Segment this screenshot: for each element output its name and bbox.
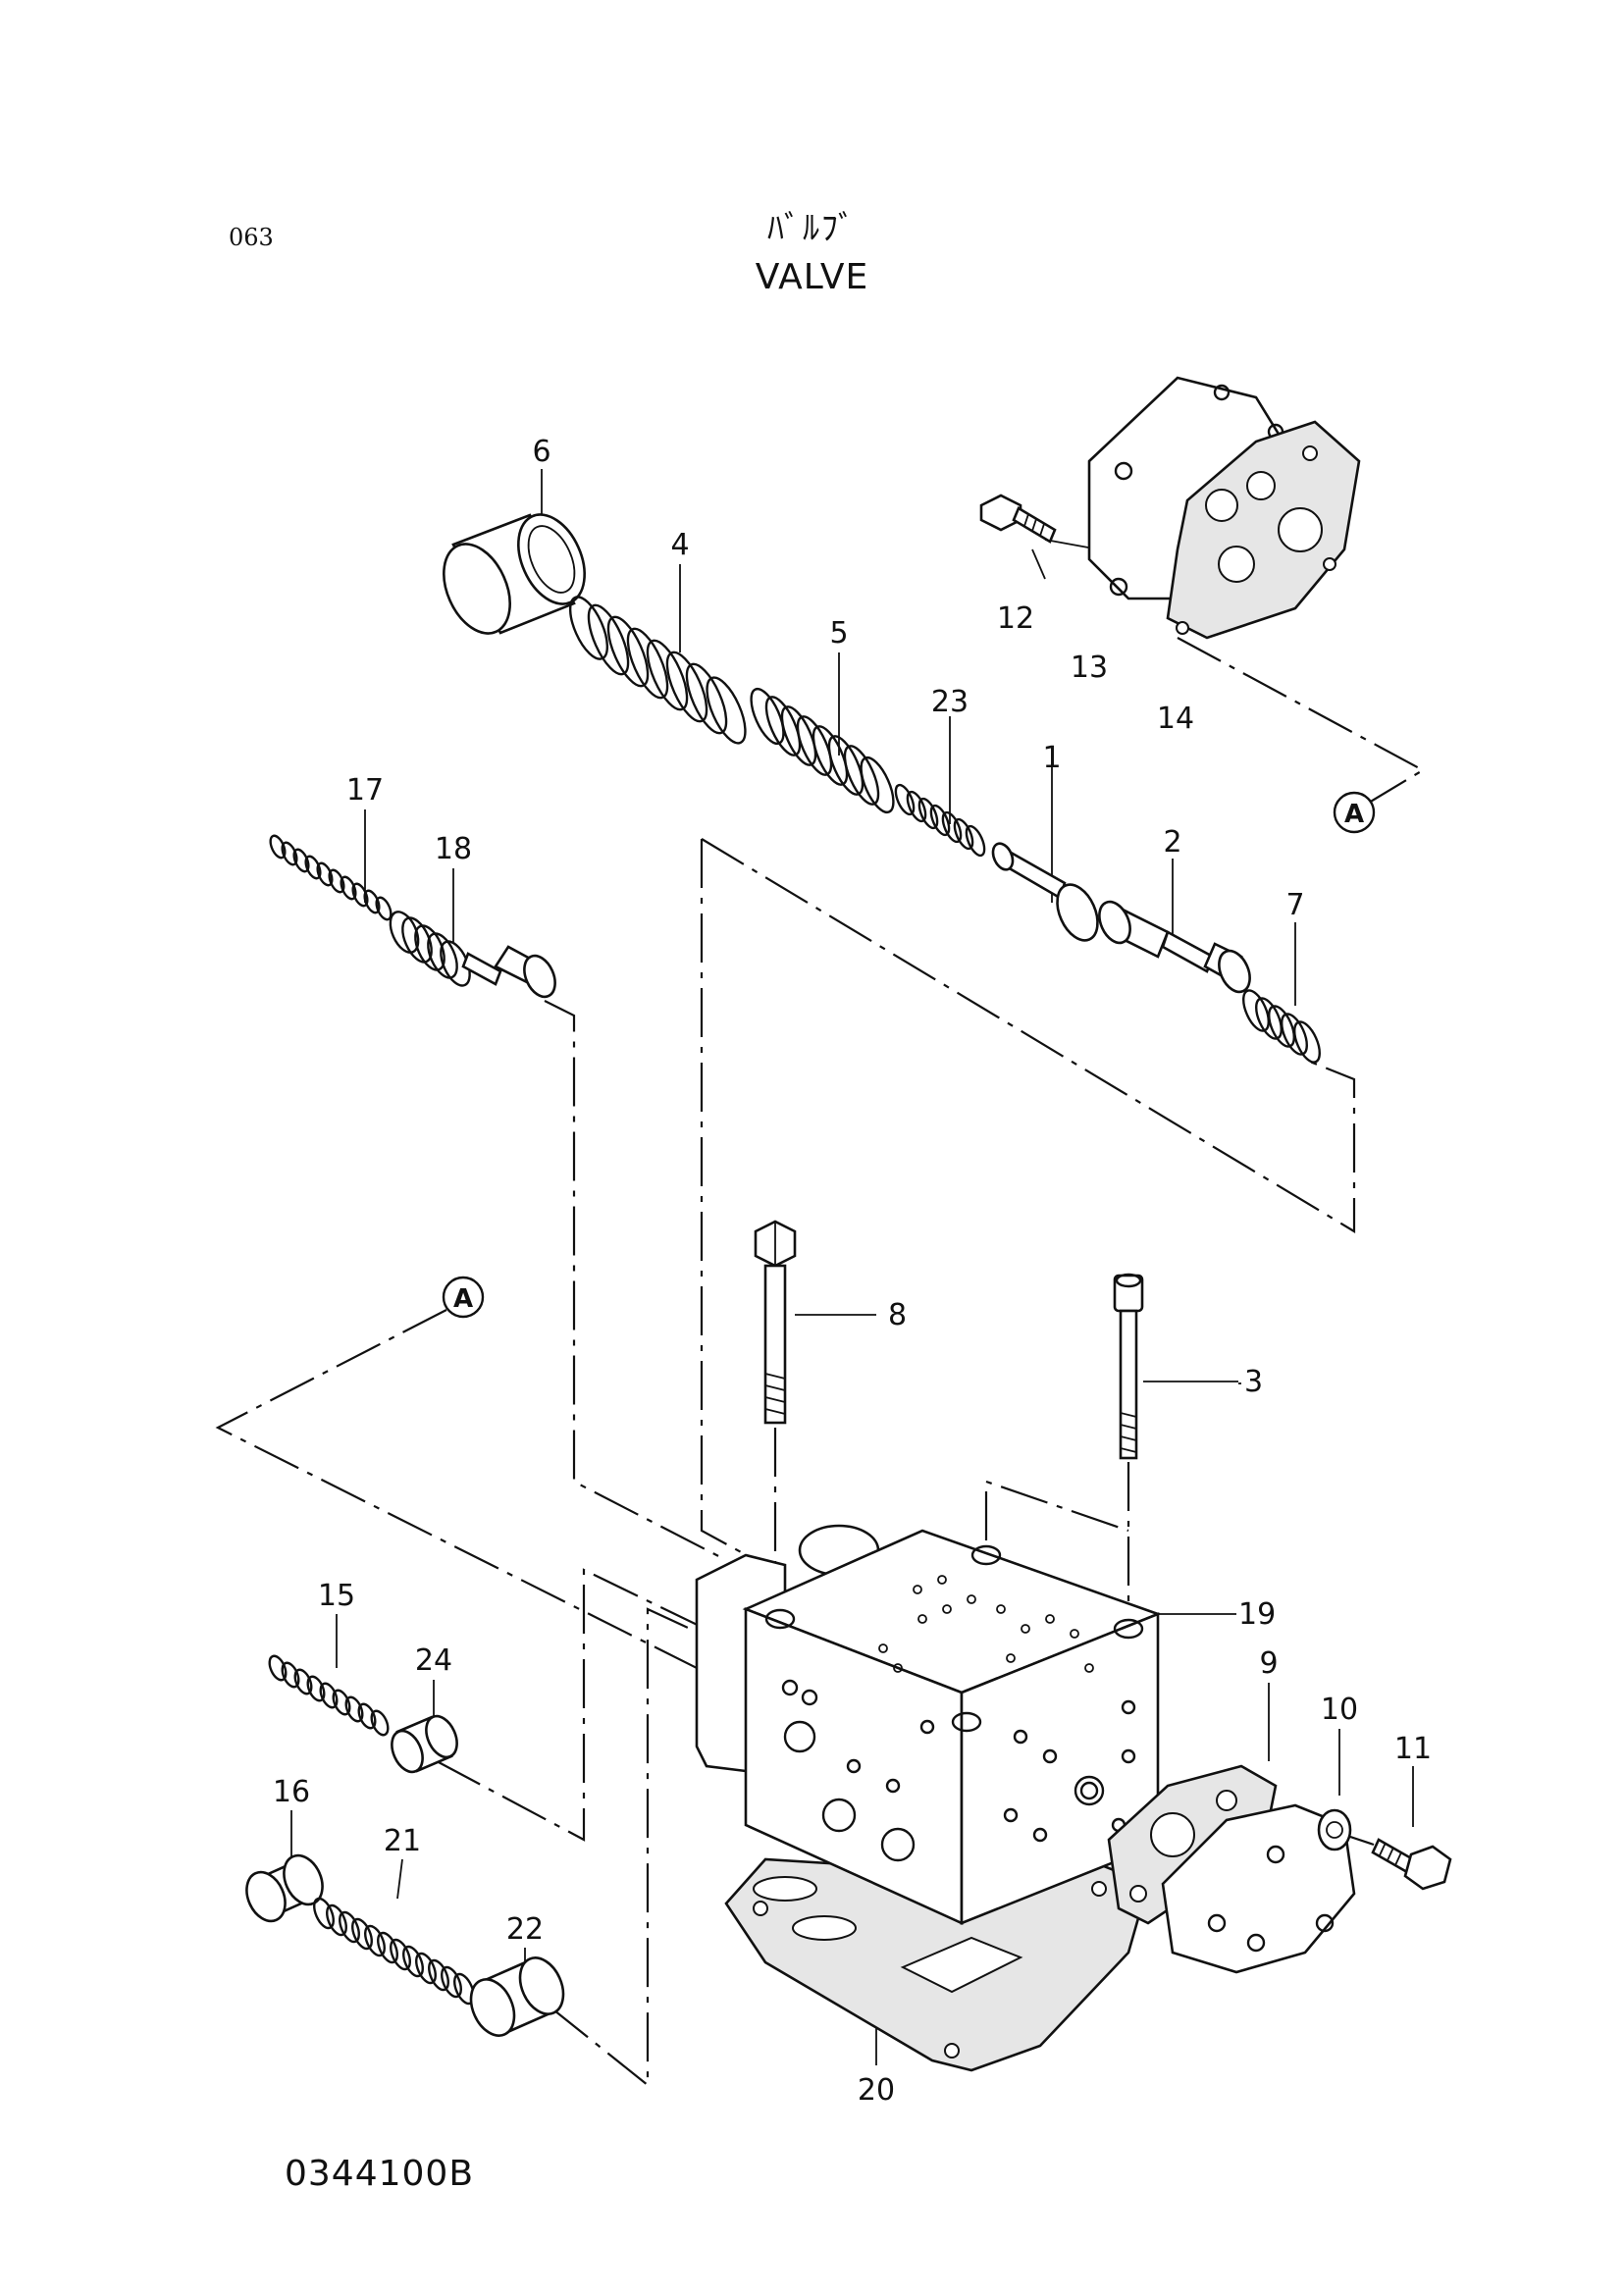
part-valve-body-19 <box>695 1524 1162 1926</box>
part-plunger-18 <box>389 911 556 999</box>
callout-4: 4 <box>670 528 689 562</box>
part-cap-16 <box>245 1853 324 1923</box>
callout-17: 17 <box>346 773 384 808</box>
callout-16: 16 <box>273 1775 310 1809</box>
reference-marker-a-top: A <box>1333 791 1376 834</box>
callout-9: 9 <box>1259 1646 1278 1681</box>
callout-12: 12 <box>997 601 1034 636</box>
part-cover-10 <box>1161 1803 1356 1974</box>
part-gasket-14 <box>1166 420 1361 640</box>
part-bolt-8 <box>754 1220 797 1425</box>
part-bolt-3 <box>1113 1273 1144 1460</box>
page-number: 063 <box>229 224 274 251</box>
part-sleeve <box>443 513 586 635</box>
callout-10: 10 <box>1321 1693 1358 1727</box>
callout-6: 6 <box>532 435 550 469</box>
part-bolt-11 <box>1371 1838 1452 1891</box>
part-spring-medium <box>750 687 895 814</box>
callout-3: 3 <box>1244 1365 1263 1399</box>
callout-5: 5 <box>829 616 848 651</box>
reference-marker-a-left: A <box>442 1276 485 1319</box>
page-title: VALVE <box>755 257 869 297</box>
part-pin <box>991 842 1099 942</box>
figure-code: 0344100B <box>285 2154 475 2194</box>
part-spring-small-23 <box>894 783 986 858</box>
callout-7: 7 <box>1285 888 1304 922</box>
callout-1: 1 <box>1042 741 1061 775</box>
part-spring-15 <box>268 1654 390 1737</box>
callout-20: 20 <box>858 2073 895 2108</box>
callout-22: 22 <box>506 1912 544 1947</box>
part-cap-22 <box>469 1956 565 2037</box>
part-spool <box>1098 900 1251 994</box>
part-plunger-24 <box>391 1714 458 1774</box>
assembly-lines <box>215 539 1426 2088</box>
callout-11: 11 <box>1394 1732 1432 1766</box>
callout-15: 15 <box>318 1579 355 1613</box>
callout-19: 19 <box>1238 1597 1276 1632</box>
part-bolt-12 <box>979 494 1057 544</box>
part-gasket-9 <box>1107 1764 1278 1925</box>
title-japanese: ﾊﾞﾙﾌﾞ <box>767 209 857 248</box>
callout-13: 13 <box>1071 651 1108 685</box>
part-spring-17 <box>269 834 393 921</box>
callout-14: 14 <box>1157 702 1194 736</box>
callout-8: 8 <box>888 1298 907 1332</box>
callout-21: 21 <box>384 1824 421 1858</box>
callout-2: 2 <box>1163 825 1181 860</box>
part-spring-21 <box>313 1897 475 2006</box>
part-spring-7 <box>1242 989 1321 1064</box>
svg-text:A: A <box>1344 800 1364 829</box>
callout-24: 24 <box>415 1643 452 1678</box>
callout-labels: 6 4 5 23 12 13 14 17 18 1 2 7 8 3 19 9 1… <box>273 435 1432 2108</box>
callout-23: 23 <box>931 685 969 719</box>
callout-18: 18 <box>435 832 472 866</box>
part-spring-large <box>568 596 747 745</box>
svg-text:A: A <box>453 1284 473 1314</box>
